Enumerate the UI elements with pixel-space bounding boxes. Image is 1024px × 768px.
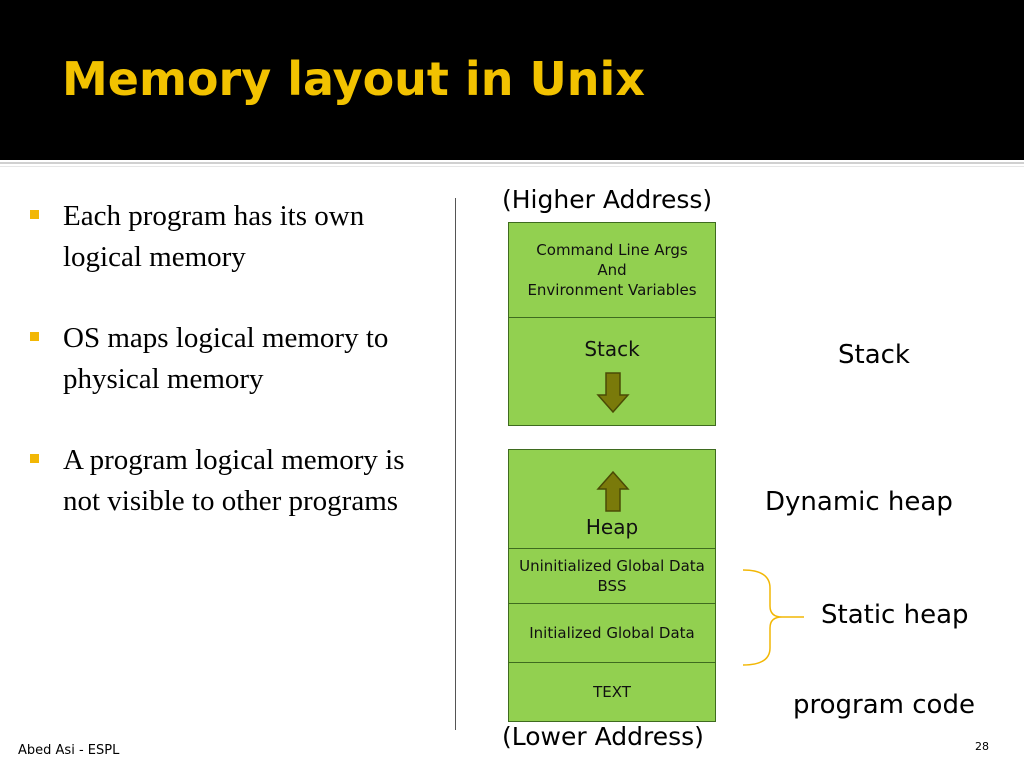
column-divider xyxy=(455,198,456,730)
lower-address-label: (Lower Address) xyxy=(502,722,704,751)
segment-text: Stack xyxy=(584,337,640,361)
bullet-item: OS maps logical memory to physical memor… xyxy=(28,318,428,400)
square-bullet-icon xyxy=(30,332,39,341)
bss-segment: Uninitialized Global Data BSS xyxy=(508,548,716,604)
square-bullet-icon xyxy=(30,210,39,219)
segment-text: Heap xyxy=(585,515,639,539)
slide-title: Memory layout in Unix xyxy=(62,52,645,106)
static-heap-label: Static heap xyxy=(821,600,969,630)
arrow-up-icon xyxy=(596,470,630,512)
arrow-down-icon xyxy=(596,372,630,414)
segment-text: Uninitialized Global Data xyxy=(519,557,705,575)
higher-address-label: (Higher Address) xyxy=(502,185,713,214)
args-env-segment: Command Line Args And Environment Variab… xyxy=(508,222,716,318)
right-brace-icon xyxy=(742,569,804,666)
bullet-item: Each program has its own logical memory xyxy=(28,196,428,278)
segment-text: Command Line Args xyxy=(536,241,688,259)
title-bar: Memory layout in Unix xyxy=(0,0,1024,160)
segment-text: BSS xyxy=(597,577,627,595)
bullet-item: A program logical memory is not visible … xyxy=(28,440,428,522)
bullet-text: A program logical memory is not visible … xyxy=(63,444,405,517)
text-segment: TEXT xyxy=(508,662,716,722)
footer-author: Abed Asi - ESPL xyxy=(18,743,120,758)
bullet-text: Each program has its own logical memory xyxy=(63,200,365,273)
segment-text: Initialized Global Data xyxy=(529,624,695,642)
title-divider-secondary xyxy=(0,166,1024,167)
page-number: 28 xyxy=(975,740,989,753)
bullet-text: OS maps logical memory to physical memor… xyxy=(63,322,389,395)
initialized-data-segment: Initialized Global Data xyxy=(508,603,716,663)
square-bullet-icon xyxy=(30,454,39,463)
bullet-list: Each program has its own logical memory … xyxy=(28,196,428,562)
segment-text: TEXT xyxy=(593,683,631,701)
segment-text: And xyxy=(597,261,627,279)
segment-text: Environment Variables xyxy=(527,281,697,299)
program-code-label: program code xyxy=(793,690,975,720)
dynamic-heap-label: Dynamic heap xyxy=(765,487,953,517)
title-divider xyxy=(0,162,1024,164)
stack-label: Stack xyxy=(838,340,910,370)
